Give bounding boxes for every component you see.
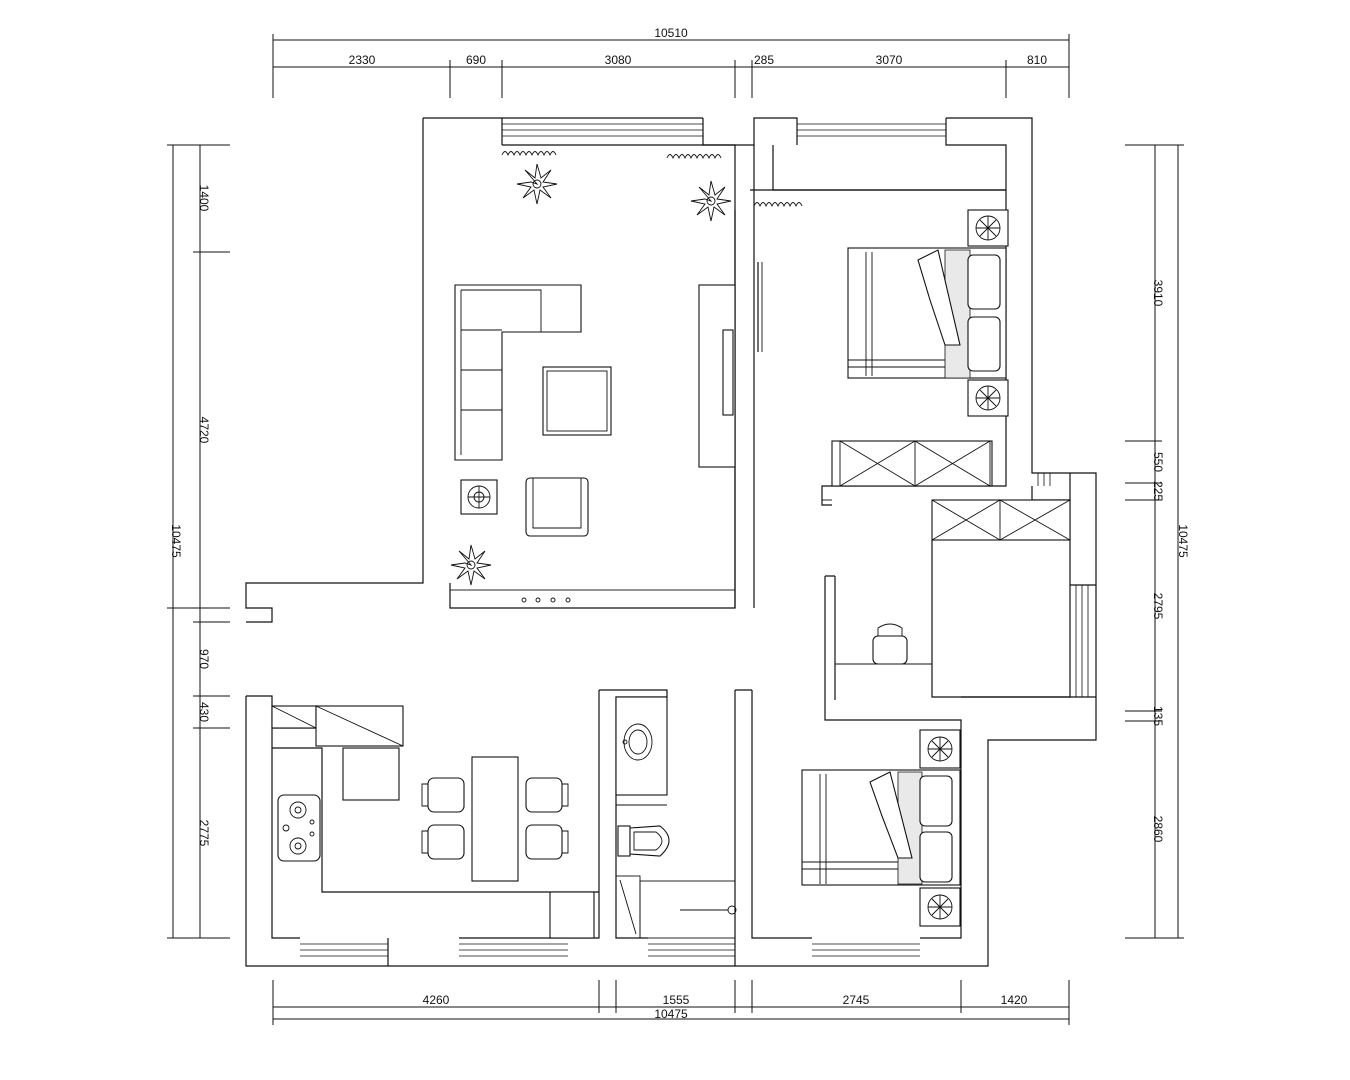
dim-left-3: 970 xyxy=(197,649,211,669)
plant-1 xyxy=(516,163,558,205)
stove xyxy=(277,794,321,862)
kitchen-dining xyxy=(271,705,599,939)
armchair xyxy=(525,477,589,537)
dining-table xyxy=(471,756,519,882)
sofa xyxy=(454,284,582,461)
dining-chair-3 xyxy=(525,777,569,813)
upper-cabinet xyxy=(315,705,404,747)
dim-left-5: 2775 xyxy=(197,820,211,847)
double-bed-2 xyxy=(801,769,961,886)
wardrobe xyxy=(831,440,993,487)
dim-top-1: 2330 xyxy=(349,53,376,67)
dim-right-5: 135 xyxy=(1151,706,1165,726)
nightstand-3 xyxy=(919,729,961,769)
dim-bottom-4: 1420 xyxy=(1001,993,1028,1007)
plant-2 xyxy=(690,180,732,222)
windows xyxy=(300,123,1089,957)
curtain-left xyxy=(501,151,557,157)
sink-counter xyxy=(342,747,400,801)
dining-chairs xyxy=(421,777,569,860)
dim-left-total: 10475 xyxy=(169,524,183,558)
washbasin xyxy=(615,696,668,806)
master-bedroom xyxy=(753,202,1009,487)
bathroom xyxy=(615,696,737,939)
dim-bottom-total: 10475 xyxy=(654,1007,688,1021)
dim-left-1: 1400 xyxy=(197,185,211,212)
dim-right-4: 2795 xyxy=(1151,593,1165,620)
double-bed xyxy=(847,247,1007,379)
wardrobe-door xyxy=(757,262,763,352)
shower-area xyxy=(615,875,737,939)
dim-bottom-1: 4260 xyxy=(423,993,450,1007)
dim-right-1: 3910 xyxy=(1151,280,1165,307)
dim-right-6: 2860 xyxy=(1151,816,1165,843)
dim-top-4: 285 xyxy=(754,53,774,67)
desk-chair xyxy=(872,623,908,665)
dining-chair-1 xyxy=(421,777,465,813)
dining-chair-2 xyxy=(421,824,465,860)
curtain-bedroom-1 xyxy=(753,202,803,208)
plant-3 xyxy=(450,544,492,586)
fridge xyxy=(271,705,317,729)
dim-right-3: 225 xyxy=(1151,481,1165,501)
study xyxy=(835,499,1071,665)
dim-left-2: 4720 xyxy=(197,417,211,444)
dim-bottom-3: 2745 xyxy=(843,993,870,1007)
dining-chair-4 xyxy=(525,824,569,860)
dimension-lines xyxy=(167,34,1184,1025)
cabinet-box xyxy=(549,891,595,939)
living-room xyxy=(450,151,736,586)
second-bedroom xyxy=(801,729,961,927)
floor-outlets xyxy=(521,597,571,603)
dim-right-2: 550 xyxy=(1151,452,1165,472)
dim-bottom-2: 1555 xyxy=(663,993,690,1007)
dim-right-total: 10475 xyxy=(1176,524,1190,558)
dim-left-4: 430 xyxy=(197,702,211,722)
dim-top-5: 3070 xyxy=(876,53,903,67)
dim-top-3: 3080 xyxy=(605,53,632,67)
door-markers xyxy=(750,189,832,501)
dim-top-2: 690 xyxy=(466,53,486,67)
coffee-table xyxy=(542,366,612,436)
study-cabinet xyxy=(931,499,1071,541)
nightstand-4 xyxy=(919,887,961,927)
curtain-right xyxy=(666,154,722,160)
side-table-lamp xyxy=(460,479,498,515)
dimension-labels: 10510 2330 690 3080 285 3070 810 4260 15… xyxy=(169,26,1190,1021)
dim-top-6: 810 xyxy=(1027,53,1047,67)
dim-top-total: 10510 xyxy=(654,26,688,40)
nightstand-1 xyxy=(967,209,1009,247)
tv-cabinet xyxy=(698,284,736,468)
toilet xyxy=(617,825,670,857)
nightstand-2 xyxy=(967,379,1009,417)
